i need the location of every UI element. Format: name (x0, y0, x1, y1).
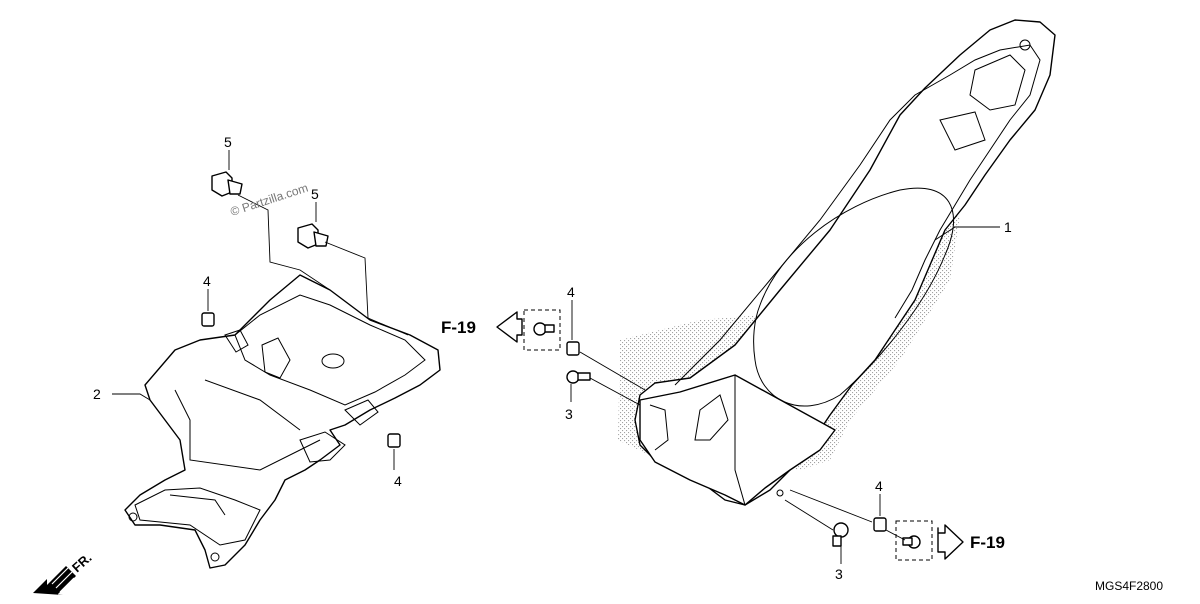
box-hole (776, 489, 784, 497)
callout-4-center: 4 (567, 284, 575, 300)
rear-fender-part-1 (618, 19, 1056, 506)
diagram-code: MGS4F2800 (1095, 579, 1163, 593)
box-edge (734, 375, 746, 506)
front-direction-label: FR. (69, 550, 95, 575)
box-cutout (694, 394, 729, 441)
bracket-hole-b (210, 552, 220, 562)
bolt-3-right (832, 522, 849, 547)
ref-box-right (895, 520, 933, 561)
tray-clip-slot (261, 337, 291, 379)
ref-bolt-right (902, 535, 921, 549)
box-flange (649, 404, 669, 451)
fender-oval-panel (753, 187, 954, 407)
inner-fender-outline (124, 274, 441, 569)
callout-4-left-top: 4 (203, 273, 211, 289)
bracket-hole-a (128, 512, 138, 522)
callout-4-left-bottom: 4 (394, 473, 402, 489)
ref-arrow-right (937, 524, 964, 560)
screw-5-top (211, 171, 243, 197)
reference-f19-right: F-19 (970, 533, 1005, 552)
ref-bolt-left (533, 322, 555, 336)
reference-f19-left: F-19 (441, 318, 476, 337)
clip-4-right (873, 517, 887, 532)
screw-5-lower (297, 223, 329, 249)
tail-light-mount (969, 54, 1026, 111)
lower-bracket (134, 487, 261, 546)
side-tab (299, 431, 346, 463)
callout-3-left: 3 (565, 406, 573, 422)
front-direction-arrow (33, 566, 76, 595)
callout-3-right: 3 (835, 566, 843, 582)
top-tab (224, 329, 249, 353)
tail-hole (1019, 39, 1031, 51)
wall-crease (204, 379, 301, 431)
callout-5-lower: 5 (311, 186, 319, 202)
bracket-rib (169, 494, 226, 516)
callout-1: 1 (1004, 219, 1012, 235)
bolt-3-left (566, 370, 591, 384)
callout-2: 2 (93, 386, 101, 402)
tail-bracket (939, 111, 986, 151)
ref-box-left (523, 309, 561, 351)
inner-fender-part-2 (124, 274, 441, 569)
clip-4-center (566, 341, 580, 356)
ref-arrow-left (496, 311, 523, 343)
inner-fender-tray (234, 294, 426, 406)
tray-hole (321, 353, 345, 369)
callout-4-right: 4 (875, 478, 883, 494)
leader-lines (112, 150, 1000, 564)
clip-4-left-top (201, 312, 215, 327)
clip-4-left-bottom (387, 433, 401, 448)
rear-tab (344, 399, 379, 426)
callout-5-top: 5 (224, 134, 232, 150)
